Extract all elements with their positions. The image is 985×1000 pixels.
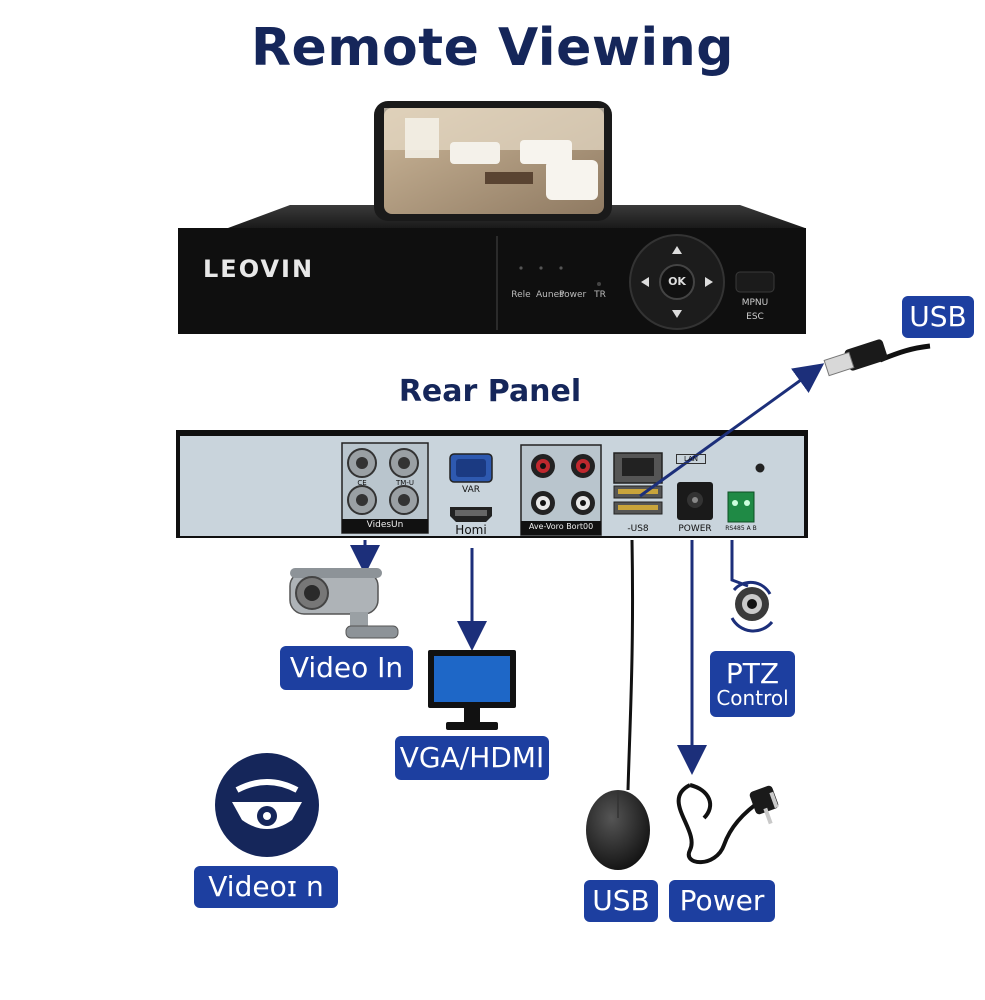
rear-panel: [176, 430, 808, 538]
hdmi-label: Homi: [455, 523, 487, 537]
power-cord-icon: [676, 783, 779, 865]
menu-label: MPNU: [741, 298, 769, 308]
ok-button: OK: [668, 275, 686, 288]
esc-label: ESC: [746, 312, 764, 322]
monitor-icon: [428, 650, 516, 730]
ptz-control-badge: PTZ Control: [710, 651, 795, 717]
power-badge: Power: [669, 880, 775, 922]
ptz-badge-line1: PTZ: [725, 656, 780, 690]
usb-plug-icon: [823, 339, 931, 377]
bnc-connectors: [347, 448, 419, 515]
lan-label: LAN: [676, 454, 706, 464]
bnc-label-tmu: TM-U: [396, 479, 414, 487]
bullet-camera-icon: [289, 568, 399, 639]
ptz-badge-line2: Control: [716, 686, 789, 711]
mouse-icon: [586, 790, 650, 870]
vga-label: VAR: [462, 485, 480, 495]
power-port-label: POWER: [678, 524, 712, 534]
indicator-label-power: Power: [559, 290, 587, 300]
usb-port-label: -US8: [627, 524, 649, 534]
ptz-port-label: RS485 A B: [725, 525, 757, 532]
audio-group-label: Ave-Voro Bort00: [528, 522, 594, 531]
video-in-badge: Video In: [280, 646, 413, 690]
vga-hdmi-badge: VGA/HDMI: [395, 736, 549, 780]
dome-camera-icon: [215, 753, 319, 857]
usb-bottom-badge: USB: [584, 880, 658, 922]
connection-arrows: [350, 363, 825, 791]
indicator-label-aunes: Aunes: [536, 290, 564, 300]
rear-panel-title: Rear Panel: [398, 374, 582, 409]
ptz-camera-icon: [730, 580, 774, 633]
video-in-2-badge: Videoɪ n: [194, 866, 338, 908]
brand-logo: LEOVIN: [203, 255, 315, 283]
indicator-label-tr: TR: [594, 290, 606, 300]
main-title: Remote Viewing: [251, 18, 734, 78]
bnc-group-label: VidesUn: [366, 520, 404, 530]
usb-top-badge: USB: [902, 296, 974, 338]
phone-icon: [374, 101, 612, 221]
indicator-label-rele: Rele: [511, 290, 531, 300]
bnc-label-ce: CE: [357, 479, 367, 487]
